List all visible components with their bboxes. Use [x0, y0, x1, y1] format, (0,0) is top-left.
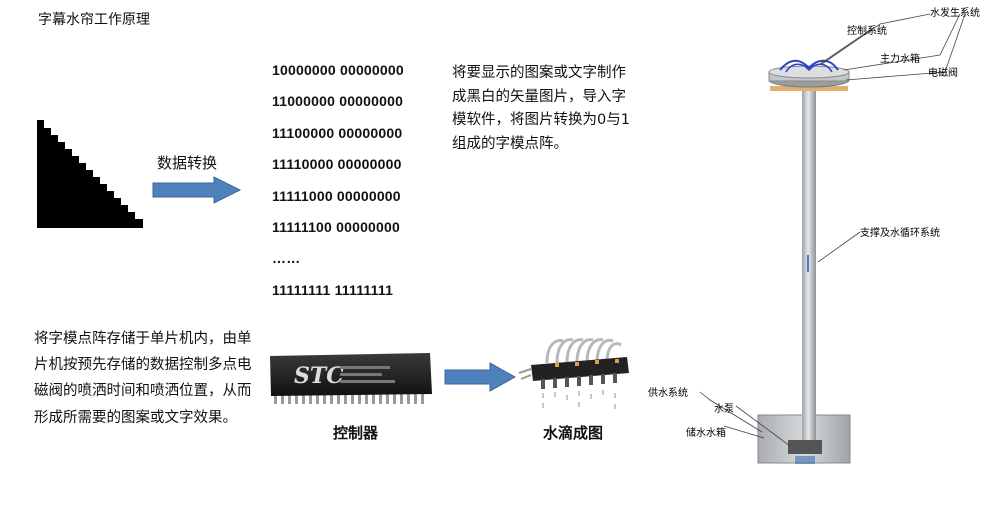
pump-shape: [788, 440, 822, 454]
label-storage-tank: 储水水箱: [686, 426, 726, 439]
binary-line: 11111111 11111111: [272, 281, 394, 298]
data-conversion-label: 数据转换: [157, 154, 218, 172]
chip-logo-text: STC: [294, 363, 344, 389]
right-arrow-icon: [444, 362, 516, 392]
triangle-bitmap-image: [35, 120, 147, 230]
label-water-generation-system: 水发生系统: [930, 6, 980, 19]
page-title: 字幕水帘工作原理: [38, 12, 150, 28]
binary-ellipsis: ……: [272, 250, 301, 267]
description-bottom: 将字模点阵存储于单片机内，由单片机按预先存储的数据控制多点电磁阀的喷洒时间和喷洒…: [34, 331, 252, 426]
binary-line: 11111100 00000000: [272, 219, 401, 236]
water-curtain-tower-diagram: 控制系统 水发生系统 主力水箱 电磁阀 支撑及水循环系统 供水系统 水泵 储水水…: [648, 6, 980, 464]
stc-chip-icon: STC: [270, 353, 432, 404]
binary-line: 11111000 00000000: [272, 187, 401, 204]
label-pump: 水泵: [714, 403, 734, 415]
label-control-system: 控制系统: [847, 24, 887, 37]
binary-matrix: 10000000 00000000 11000000 00000000 1110…: [272, 55, 404, 306]
description-top: 将要显示的图案或文字制作成黑白的矢量图片，导入字模软件，将图片转换为0与1组成的…: [452, 65, 630, 152]
binary-line: 11110000 00000000: [272, 156, 402, 173]
water-drop-image-label: 水滴成图: [543, 424, 604, 442]
support-pole: [802, 70, 816, 440]
staircase-triangle: [37, 120, 143, 228]
solenoid-valve-icon: [518, 338, 629, 409]
label-solenoid-valve: 电磁阀: [928, 66, 958, 79]
label-supply-system: 供水系统: [648, 386, 688, 399]
controller-label: 控制器: [333, 424, 379, 442]
label-pressure-tank: 主力水箱: [880, 52, 920, 65]
binary-line: 11000000 00000000: [272, 93, 404, 110]
label-support-circulation-system: 支撑及水循环系统: [860, 226, 940, 239]
binary-line: 10000000 00000000: [272, 62, 404, 78]
binary-line: 11100000 00000000: [272, 124, 403, 141]
nozzle-row: [770, 86, 848, 91]
right-arrow-icon: [152, 176, 242, 204]
